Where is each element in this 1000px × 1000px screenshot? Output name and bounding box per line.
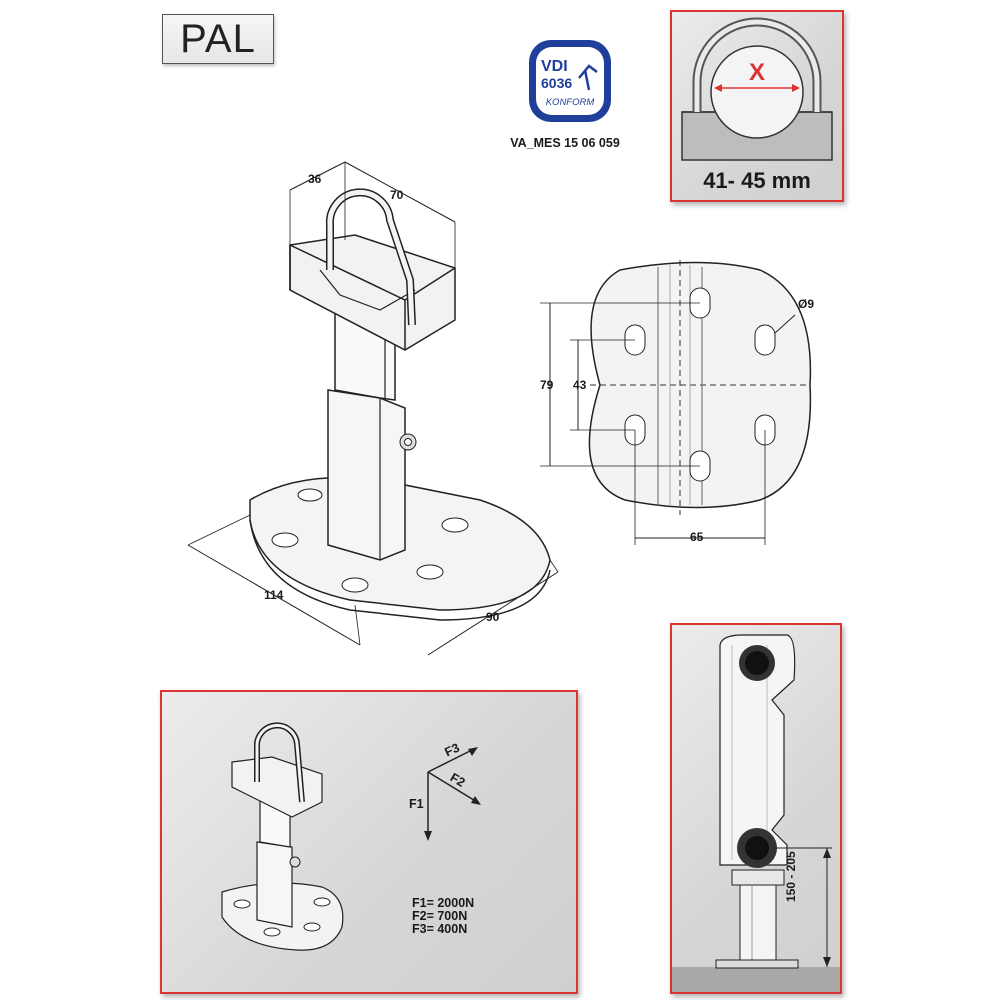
force-f1-arrow-label: F1 (409, 797, 424, 811)
dim-horizontal-spacing: 65 (690, 530, 704, 544)
load-forces-panel: F1 F3 F2 F1= 2000N F2= 700N F3= 400N (160, 690, 578, 994)
dim-base-length: 114 (264, 588, 284, 602)
dim-base-width: 90 (486, 610, 500, 624)
vdi-certification-badge: VDI 6036 KONFORM (529, 40, 611, 122)
pipe-diameter-symbol: X (749, 59, 765, 86)
badge-konform-text: KONFORM (546, 97, 595, 108)
product-title-box: PAL (162, 14, 274, 64)
base-plate-top-view (540, 260, 812, 545)
dim-inner-spacing: 43 (573, 378, 587, 392)
pipe-range-panel: X 41- 45 mm (670, 10, 844, 202)
dim-outer-spacing: 79 (540, 378, 554, 392)
force-f1-value: F1= 2000N (412, 896, 475, 910)
force-vector-diagram (424, 747, 481, 841)
pipe-clamp-illustration: X (681, 17, 833, 161)
force-values-list: F1= 2000N F2= 700N F3= 400N (412, 897, 474, 936)
dim-hole-diameter: Ø9 (798, 297, 815, 311)
badge-check-icon (578, 64, 598, 91)
dim-top-width: 70 (390, 188, 404, 202)
product-reference: VA_MES 15 06 059 (510, 136, 620, 150)
product-title: PAL (180, 16, 256, 61)
installation-height-range: 150 - 205 (784, 851, 798, 902)
dim-top-depth: 36 (308, 172, 322, 186)
installation-panel: 150 - 205 (670, 623, 842, 994)
badge-number-text: 6036 (541, 75, 572, 91)
force-f2-value: F2= 700N (412, 909, 468, 923)
bracket-isometric-drawing (187, 161, 559, 656)
force-f3-value: F3= 400N (412, 922, 468, 936)
pipe-range-value: 41- 45 mm (703, 168, 811, 193)
bracket-small-illustration (221, 722, 344, 951)
badge-vdi-text: VDI (541, 58, 568, 75)
radiator-installation-illustration (672, 634, 840, 992)
